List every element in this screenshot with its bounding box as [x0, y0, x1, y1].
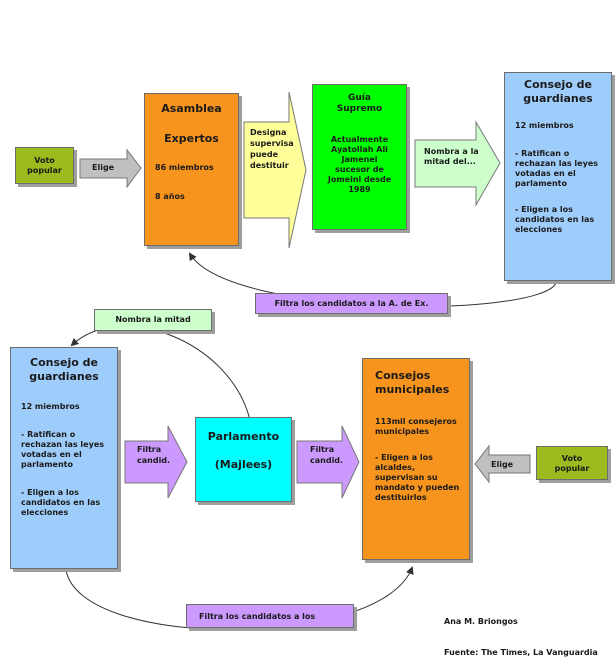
- top-consejo-title: Consejo de guardianes: [523, 78, 593, 105]
- designa-label: Designa supervisa puede destituir: [250, 128, 294, 170]
- parlamento-subtitle: (Majlees): [214, 458, 273, 471]
- bottom-consejo-box: Consejo de guardianes 12 miembros - Rati…: [10, 347, 118, 569]
- filtra-left-arrow: [124, 425, 188, 499]
- asamblea-miembros: 86 miembros: [155, 163, 214, 172]
- filtra-right-arrow: [296, 425, 360, 499]
- guia-body: Actualmente Ayatollah Ali Jamenei suceso…: [327, 135, 392, 194]
- asamblea-title: Asamblea: [161, 102, 222, 115]
- top-filtra-label: Filtra los candidatos a la A. de Ex.: [274, 299, 429, 308]
- asamblea-anos: 8 años: [155, 192, 185, 201]
- bottom-consejo-miembros: 12 miembros: [21, 402, 80, 411]
- top-consejo-miembros: 12 miembros: [515, 121, 574, 130]
- consejos-title: Consejos municipales: [375, 369, 450, 396]
- parlamento-title: Parlamento: [207, 430, 280, 443]
- top-voto-popular-box: Voto popular: [15, 147, 74, 184]
- bottom-filtra-box: Filtra los candidatos a los: [186, 604, 354, 628]
- nombra-mitad-box: Nombra la mitad: [94, 309, 212, 331]
- top-elige-arrow: [79, 148, 142, 189]
- nombra-mitad-label: Nombra la mitad: [115, 315, 191, 324]
- credit-author: Ana M. Briongos: [444, 617, 518, 626]
- nombra-label: Nombra a la mitad del...: [424, 147, 479, 166]
- bottom-elige-arrow: [474, 444, 531, 484]
- top-consejo-box: Consejo de guardianes 12 miembros - Rati…: [504, 72, 612, 281]
- designa-arrow: [243, 91, 307, 249]
- bottom-elige-label: Elige: [491, 460, 514, 469]
- filtra-right-label: Filtra candid.: [310, 445, 344, 465]
- top-elige-label: Elige: [92, 163, 115, 172]
- credit-source: Fuente: The Times, La Vanguardia: [444, 648, 598, 657]
- nombra-arrow: [414, 120, 501, 207]
- bottom-voto-popular-box: Voto popular: [536, 446, 608, 480]
- guia-supremo-box: Guía Supremo Actualmente Ayatollah Ali J…: [312, 84, 407, 230]
- parlamento-box: Parlamento (Majlees): [195, 417, 292, 502]
- consejos-body1: 113mil consejeros municipales: [375, 417, 457, 436]
- top-voto-popular-label: Voto popular: [27, 156, 62, 175]
- consejos-municipales-box: Consejos municipales 113mil consejeros m…: [362, 358, 470, 560]
- top-filtra-box: Filtra los candidatos a la A. de Ex.: [255, 293, 448, 314]
- bottom-filtra-label: Filtra los candidatos a los: [199, 612, 316, 621]
- asamblea-box: Asamblea Expertos 86 miembros 8 años: [144, 93, 239, 246]
- filtra-left-label: Filtra candid.: [137, 445, 171, 465]
- bottom-consejo-title: Consejo de guardianes: [29, 356, 99, 383]
- bottom-consejo-item1: - Ratifican o rechazan las leyes votadas…: [21, 430, 104, 469]
- bottom-filtra-curve: [65, 566, 414, 631]
- top-consejo-item2: - Eligen a los candidatos en las eleccio…: [515, 205, 595, 234]
- guia-title: Guía Supremo: [336, 93, 383, 114]
- bottom-voto-popular-label: Voto popular: [554, 454, 590, 473]
- top-consejo-item1: - Ratifican o rechazan las leyes votadas…: [515, 149, 598, 188]
- asamblea-subtitle: Expertos: [164, 132, 219, 145]
- bottom-consejo-item2: - Eligen a los candidatos en las eleccio…: [21, 488, 101, 517]
- consejos-body2: - Eligen a los alcaldes, supervisan su m…: [375, 453, 460, 502]
- nombra-curve: [70, 325, 251, 421]
